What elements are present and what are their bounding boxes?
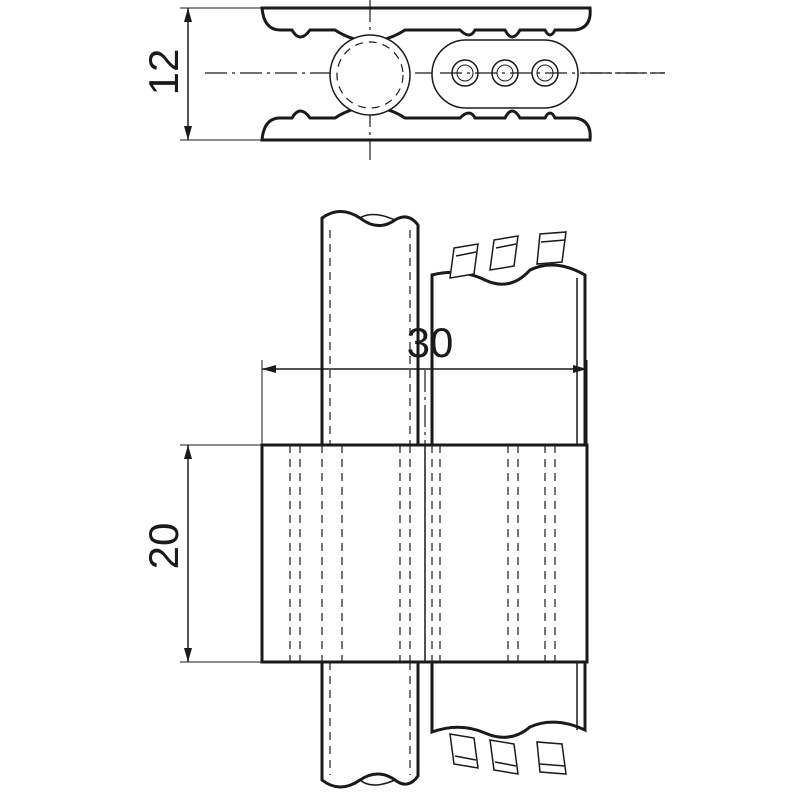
top-view-lower-jaw — [260, 104, 592, 142]
front-view-conductor-stubs-bottom — [449, 733, 567, 775]
top-view: 12 — [140, 0, 665, 160]
front-view: 30 20 — [140, 210, 589, 789]
dim-20-arrow-bottom — [184, 648, 192, 662]
front-view-hidden-lines — [289, 445, 556, 662]
dim-20-label: 20 — [140, 523, 187, 570]
front-view-flat-cable-top — [430, 263, 587, 445]
front-view-conductor-stubs-top — [449, 231, 567, 279]
front-view-round-cable-top — [320, 210, 420, 445]
dim-12-arrow-bottom — [184, 126, 192, 140]
front-view-flat-cable-bottom — [430, 662, 587, 739]
front-view-round-cable-bottom-end — [359, 779, 396, 786]
dim-12-arrow-top — [184, 8, 192, 22]
front-view-round-cable-top-end — [359, 213, 396, 221]
top-view-upper-jaw — [260, 6, 592, 44]
dim-30-label: 30 — [407, 319, 454, 366]
dim-12-label: 12 — [140, 49, 187, 96]
top-view-round-cable-inner — [336, 41, 404, 109]
top-view-round-cable-outer — [329, 34, 411, 116]
dim-30-arrow-left — [262, 365, 276, 373]
dim-20-arrow-top — [184, 445, 192, 459]
front-view-round-cable-bottom — [320, 662, 420, 789]
top-view-flat-cable — [431, 39, 579, 109]
dim-30-arrow-right — [573, 365, 587, 373]
